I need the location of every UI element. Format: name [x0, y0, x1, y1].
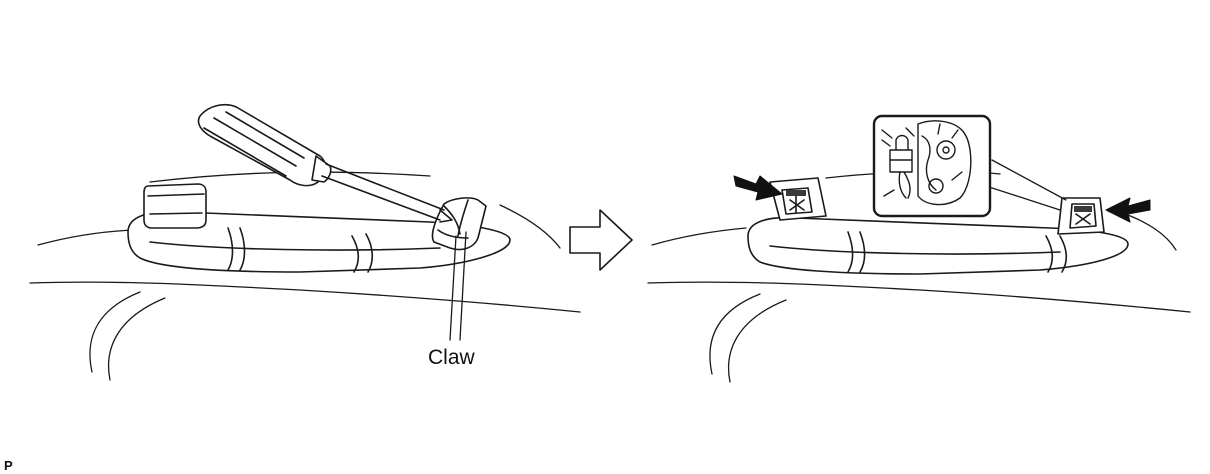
left-panel-before-removal: Claw [29, 103, 581, 381]
corner-reference-mark: P [4, 458, 13, 473]
right-assist-grip [747, 216, 1129, 275]
right-end-cap-pried [431, 197, 487, 251]
left-roof-contour-lines [29, 171, 581, 381]
right-mounting-bracket [1057, 197, 1105, 235]
right-pointer-arrow-icon [1105, 197, 1151, 223]
claw-leader-lines [449, 231, 467, 341]
step-arrow-icon [569, 209, 633, 271]
left-end-cap [143, 183, 207, 229]
left-pointer-arrow-icon [733, 175, 783, 201]
right-panel-after-removal [647, 114, 1191, 383]
screwdriver-icon [197, 103, 453, 223]
detail-callout-lines [985, 159, 1067, 211]
clip-detail-inset [872, 114, 992, 218]
left-mounting-bracket [769, 177, 827, 221]
claw-label: Claw [428, 346, 476, 369]
